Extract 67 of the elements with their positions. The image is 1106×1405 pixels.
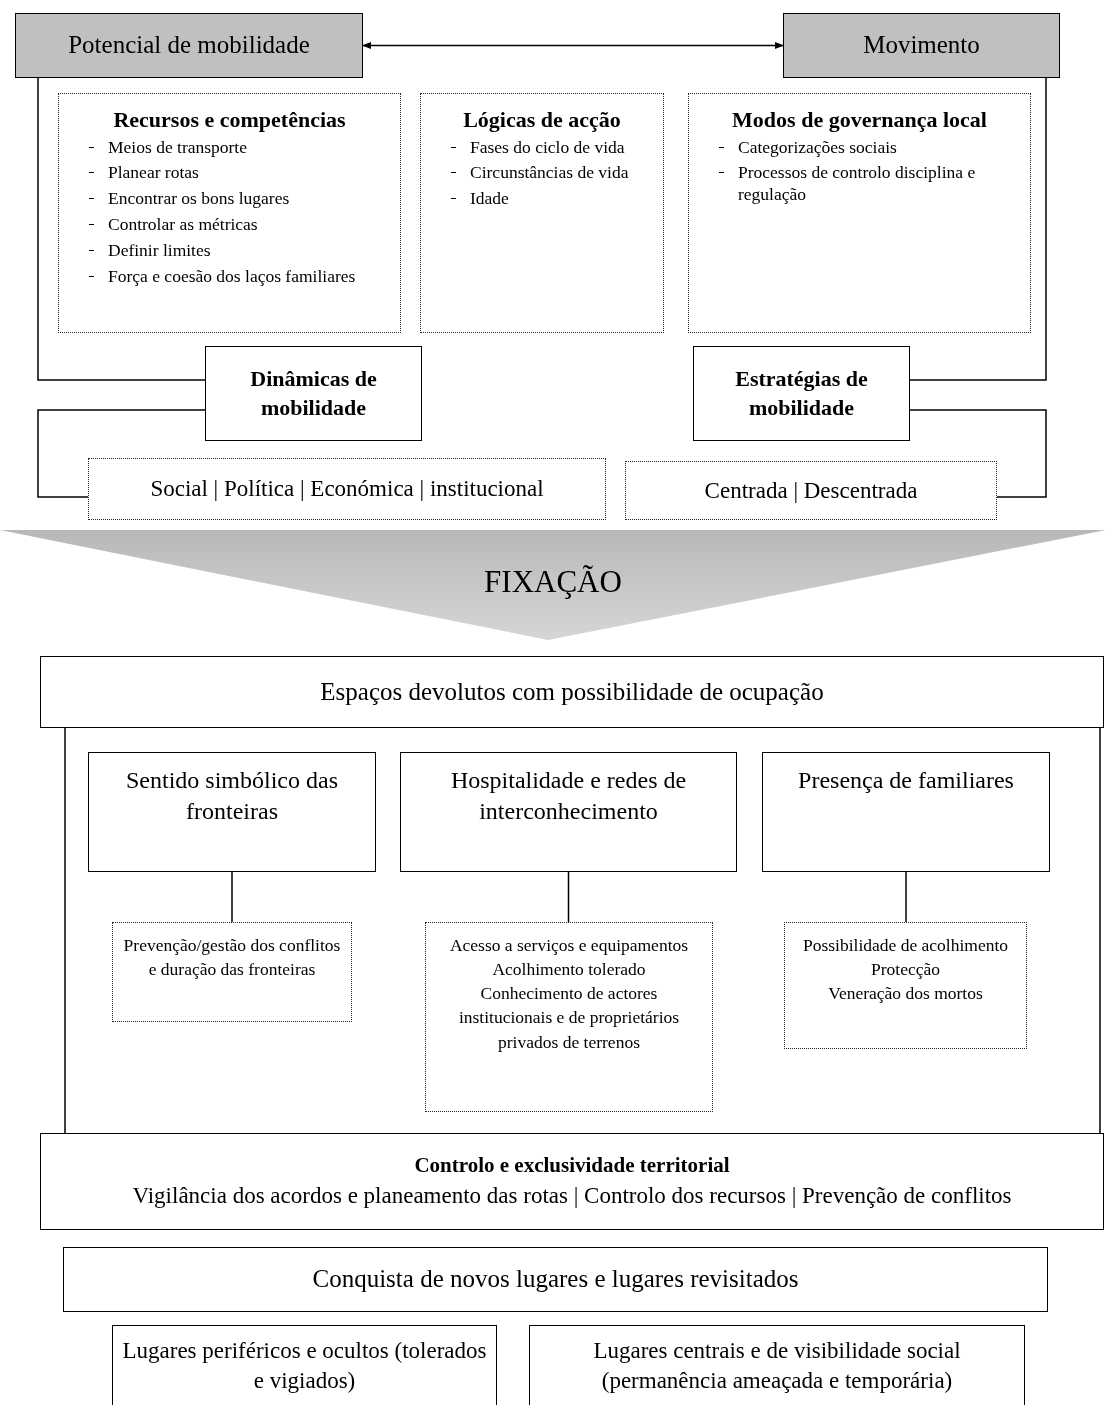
list-item: Planear rotas (108, 162, 199, 185)
dotted-list-box (58, 93, 401, 333)
box-text: Centrada | Descentrada (704, 476, 918, 505)
dotted-box (625, 461, 997, 520)
list-item: Força e coesão dos laços familiares (108, 265, 356, 288)
list-item: Encontrar os bons lugares (108, 188, 290, 211)
process-box (63, 1247, 1048, 1312)
connector-line (37, 77, 206, 381)
connector-line (567, 871, 570, 923)
box-text: Lugares centrais e de visibilidade social (permanência ameaçada e temporária) (592, 1337, 962, 1395)
process-box (205, 346, 422, 441)
list-item: Categorizações sociais (738, 136, 897, 159)
box-heading: Controlo e exclusividade territorial (414, 1151, 730, 1179)
box-text: Social | Política | Económica | institucional (150, 475, 544, 504)
box-heading: Lógicas de acção (462, 106, 622, 134)
box-text: Vigilância dos acordos e planeamento das rotas | Controlo dos recursos | Prevenção de conflitos (132, 1182, 1012, 1211)
connector-line (64, 727, 66, 1134)
box-text: Potencial de mobilidade (68, 30, 310, 61)
box-text: Conhecimento de actores institucionais e de proprietários privados de terrenos (457, 982, 681, 1054)
box-heading: Modos de governança local (731, 106, 988, 134)
process-box (88, 752, 376, 872)
title-box (783, 13, 1060, 78)
connector-line (37, 409, 206, 498)
connector-line (231, 871, 233, 923)
dotted-box (425, 922, 713, 1112)
box-text: Prevenção/gestão dos conflitos e duração das fronteiras (122, 934, 342, 982)
box-text: Lugares periféricos e ocultos (tolerados e vigiados) (121, 1337, 488, 1395)
box-text: Hospitalidade e redes de interconhecimento (449, 766, 688, 827)
process-box (112, 1325, 497, 1405)
process-box (400, 752, 737, 872)
box-text: Sentido simbólico das fronteiras (125, 766, 339, 827)
title-box (15, 13, 363, 78)
section-label: FIXAÇÃO (484, 563, 622, 601)
box-text: Veneração dos mortos (828, 982, 983, 1006)
list-item: Controlar as métricas (108, 214, 258, 237)
box-text: Estratégias de mobilidade (734, 364, 869, 422)
list-item: Processos de controlo disciplina e regulação (738, 162, 977, 207)
box-text: Conquista de novos lugares e lugares revisitados (312, 1264, 799, 1295)
connector-line (909, 409, 1047, 498)
box-text: Dinâmicas de mobilidade (249, 364, 378, 422)
list-item: Fases do ciclo de vida (470, 136, 625, 159)
box-heading: Recursos e competências (112, 106, 347, 134)
list-item: Definir limites (108, 240, 211, 262)
connector-line (905, 871, 907, 923)
box-text: Acesso a serviços e equipamentos (449, 934, 689, 957)
arrow (362, 41, 784, 50)
box-text: Possibilidade de acolhimento (802, 934, 1009, 957)
box-text: Presença de familiares (798, 766, 1014, 795)
dotted-box (112, 922, 352, 1022)
box-text: Acolhimento tolerado (492, 958, 646, 982)
connector-line (909, 77, 1047, 381)
process-box (693, 346, 910, 441)
list-item: Circunstâncias de vida (470, 162, 629, 185)
process-box (40, 656, 1104, 728)
box-text: Espaços devolutos com possibilidade de ocupação (320, 676, 824, 707)
process-box (529, 1325, 1025, 1405)
dotted-list-box (688, 93, 1031, 333)
dotted-box (88, 458, 606, 520)
process-box (762, 752, 1050, 872)
box-text: Protecção (871, 958, 940, 982)
process-box (40, 1133, 1104, 1230)
list-item: Idade (470, 188, 509, 211)
dotted-box (784, 922, 1027, 1049)
list-item: Meios de transporte (108, 136, 247, 159)
box-text: Movimento (863, 30, 980, 61)
connector-line (1099, 727, 1101, 1134)
dotted-list-box (420, 93, 664, 333)
